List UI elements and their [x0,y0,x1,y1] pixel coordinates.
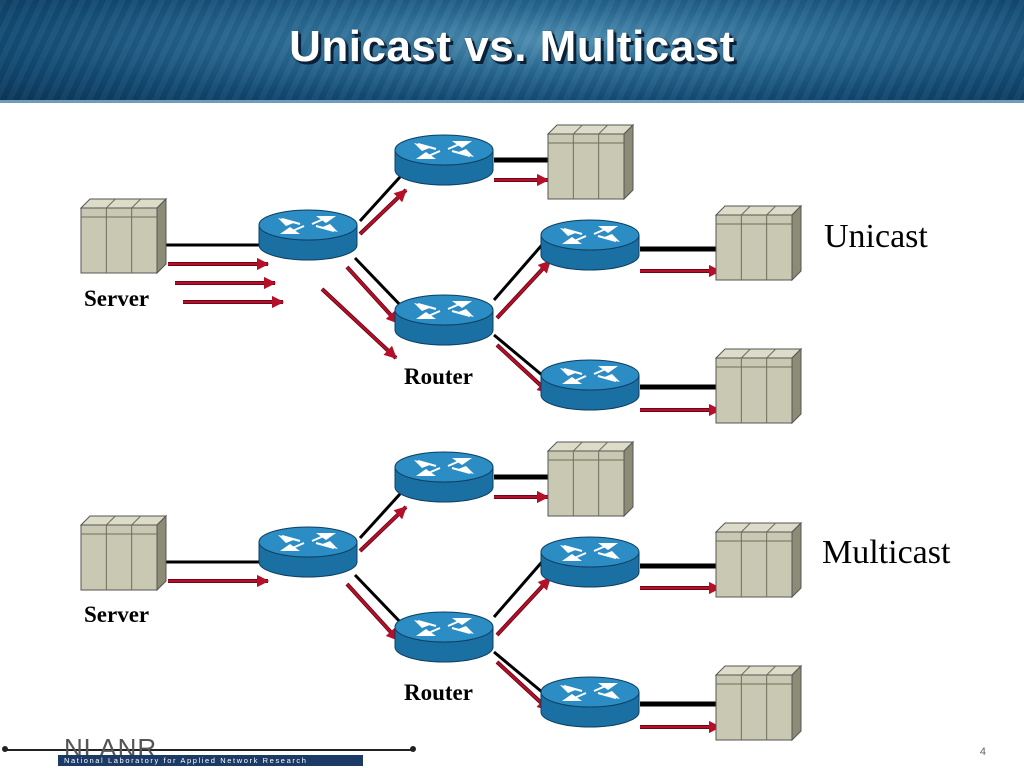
server-icon [79,514,168,592]
logo-text: National Laboratory for Applied Network … [64,756,308,765]
data-arrow [496,577,551,636]
link [493,650,549,699]
router-arrows-icon [278,533,338,551]
host-icon [714,521,803,599]
link [492,554,550,618]
link [492,237,550,301]
router-arrows-icon [278,216,338,234]
unicast-router-label: Router [404,364,473,389]
data-arrow [359,506,407,552]
footer-rule-dot-left [2,746,8,752]
unicast-traffic-arrows [168,173,722,417]
router-icon [258,209,358,261]
router-icon [540,536,640,588]
multicast-section [79,440,803,742]
router-arrows-icon [560,683,620,701]
unicast-server-label: Server [84,286,150,311]
host-icon [546,440,635,518]
router-arrows-icon [414,618,474,636]
router-icon [540,219,640,271]
router-icon [540,676,640,728]
data-arrow [496,344,550,394]
link [353,256,407,312]
router-icon [258,526,358,578]
page-number: 4 [979,746,986,758]
banner-texture [0,0,1024,100]
link [353,573,407,629]
router-arrows-icon [560,543,620,561]
logo-bar [58,755,363,766]
data-arrow [496,260,551,319]
router-icon [394,451,494,503]
router-arrows-icon [414,458,474,476]
router-arrows-icon [560,226,620,244]
data-arrow [496,661,550,711]
data-arrow [359,189,407,235]
multicast-links [166,474,716,707]
footer-rule [5,749,413,751]
server-icon [79,197,168,275]
router-arrows-icon [414,301,474,319]
host-icon [546,123,635,201]
unicast-section [79,123,803,425]
data-arrow [321,288,397,359]
nlanr-logo: NLANR National Laboratory for Applied Ne… [58,733,378,766]
data-arrow [346,266,399,324]
unicast-caption: Unicast [824,218,928,255]
title-banner: Unicast vs. Multicast [0,0,1024,103]
router-icon [394,294,494,346]
data-arrow [346,583,399,641]
multicast-router-label: Router [404,680,473,705]
router-icon [540,359,640,411]
link [493,333,549,382]
unicast-links [166,157,716,390]
host-icon [714,204,803,282]
host-icon [714,347,803,425]
router-icon [394,134,494,186]
slide-title: Unicast vs. Multicast [289,22,735,71]
router-icon [394,611,494,663]
footer-rule-dot-right [410,746,416,752]
multicast-caption: Multicast [822,534,951,571]
host-icon [714,664,803,742]
link [358,492,402,540]
link [358,175,402,223]
router-arrows-icon [560,366,620,384]
multicast-traffic-arrows [168,490,722,734]
router-arrows-icon [414,141,474,159]
diagram-content [79,123,803,742]
multicast-server-label: Server [84,602,150,627]
